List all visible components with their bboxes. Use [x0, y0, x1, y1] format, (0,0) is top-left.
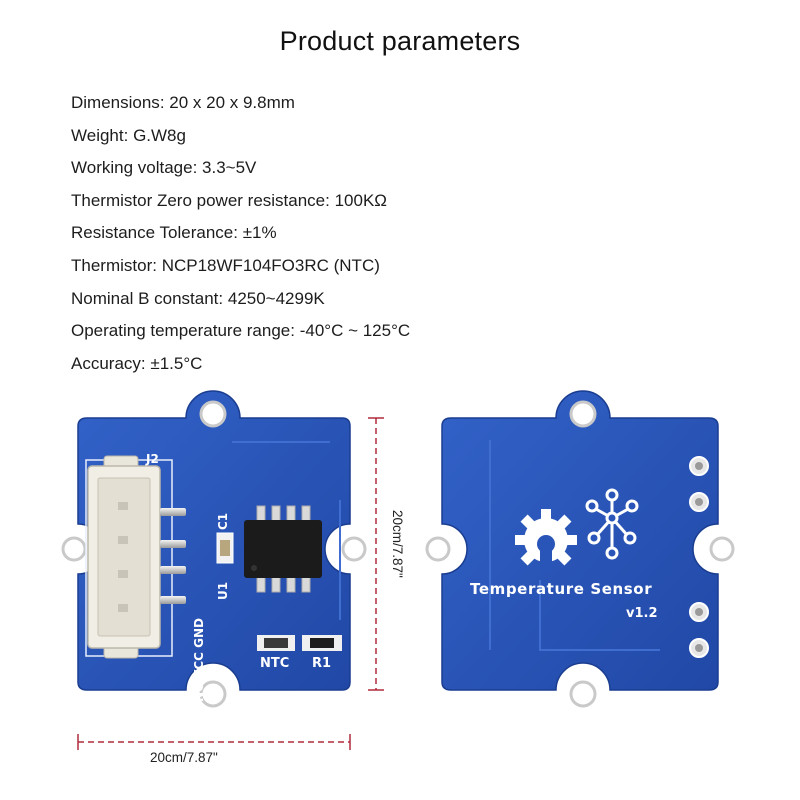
solder-pad — [695, 608, 703, 616]
product-figure: J2 SIG NC VCC GND C1 U1 NTC R1 Temperatu… — [0, 380, 800, 800]
pin-labels: SIG NC VCC GND — [192, 618, 206, 730]
board-name: Temperature Sensor — [470, 580, 653, 598]
connector-pin — [118, 502, 128, 510]
ntc-label: NTC — [260, 656, 290, 671]
spec-label: Working voltage — [71, 158, 202, 177]
solder-pad — [695, 462, 703, 470]
mount-hole — [425, 536, 451, 562]
spec-value: 4250~4299K — [227, 288, 325, 308]
board-version: v1.2 — [626, 606, 658, 621]
spec-value: G.W8g — [133, 125, 186, 145]
connector-lead — [160, 566, 186, 574]
spec-zero-power-resistance: Thermistor Zero power resistance100KΩ — [71, 187, 771, 220]
connector-lead — [160, 540, 186, 548]
solder-pad — [695, 644, 703, 652]
spec-label: Thermistor Zero power resistance — [71, 191, 335, 210]
connector-cavity — [97, 477, 151, 637]
spec-label: Dimensions — [71, 93, 169, 112]
mount-hole — [199, 400, 227, 428]
resistor-label: R1 — [312, 656, 332, 671]
boards-illustration — [61, 390, 735, 750]
spec-weight: WeightG.W8g — [71, 122, 771, 155]
height-dimension-label: 20cm/7.87" — [390, 510, 405, 578]
connector-pin — [118, 570, 128, 578]
spec-value: 100KΩ — [334, 190, 388, 210]
connector-lead — [160, 508, 186, 516]
mount-hole — [341, 536, 367, 562]
spec-dimensions: Dimensions20 x 20 x 9.8mm — [71, 89, 771, 122]
spec-accuracy: Accuracy±1.5°C — [71, 350, 771, 383]
spec-thermistor: ThermistorNCP18WF104FO3RC (NTC) — [71, 252, 771, 285]
mount-hole — [569, 400, 597, 428]
back-board — [425, 390, 735, 708]
mount-hole — [61, 536, 87, 562]
spec-label: Weight — [71, 126, 133, 145]
dimension-lines — [77, 417, 384, 750]
front-board — [61, 390, 367, 708]
gear-icon — [515, 509, 577, 572]
spec-label: Accuracy — [71, 354, 150, 373]
spec-value: ±1% — [242, 223, 277, 243]
connector-pin — [118, 536, 128, 544]
spec-resistance-tolerance: Resistance Tolerance±1% — [71, 219, 771, 252]
spec-value: 20 x 20 x 9.8mm — [169, 93, 295, 112]
spec-value: ±1.5°C — [150, 353, 203, 373]
pcb-trace — [539, 580, 660, 651]
mount-hole — [709, 536, 735, 562]
ic-body — [244, 520, 322, 578]
ic-u1 — [244, 505, 322, 593]
capacitor-body — [220, 540, 230, 556]
capacitor-label: C1 — [216, 512, 230, 530]
spec-label: Nominal B constant — [71, 289, 228, 308]
spec-operating-temperature: Operating temperature range-40°C ~ 125°C — [71, 317, 771, 350]
spec-list: Dimensions20 x 20 x 9.8mm WeightG.W8g Wo… — [71, 89, 771, 382]
connector-pin — [118, 604, 128, 612]
spec-b-constant: Nominal B constant4250~4299K — [71, 285, 771, 318]
spec-working-voltage: Working voltage3.3~5V — [71, 154, 771, 187]
spec-value: -40°C ~ 125°C — [299, 321, 411, 341]
network-icon — [585, 488, 639, 560]
solder-pad — [695, 498, 703, 506]
grove-connector — [87, 455, 186, 659]
connector-lead — [160, 596, 186, 604]
mount-hole — [199, 680, 227, 708]
spec-label: Operating temperature range — [71, 321, 300, 340]
ntc-body — [264, 638, 288, 648]
chip-label: U1 — [216, 581, 230, 600]
connector-label: J2 — [146, 452, 159, 466]
back-board-outline — [441, 390, 719, 691]
width-dimension-label: 20cm/7.87" — [150, 750, 218, 765]
page-title: Product parameters — [279, 26, 521, 56]
r1-body — [310, 638, 334, 648]
spec-label: Thermistor — [71, 256, 162, 275]
spec-label: Resistance Tolerance — [71, 223, 243, 242]
mount-hole — [569, 680, 597, 708]
ic-pin1-dot — [251, 565, 257, 571]
spec-value: 3.3~5V — [202, 158, 257, 178]
spec-value: NCP18WF104FO3RC (NTC) — [161, 255, 380, 275]
